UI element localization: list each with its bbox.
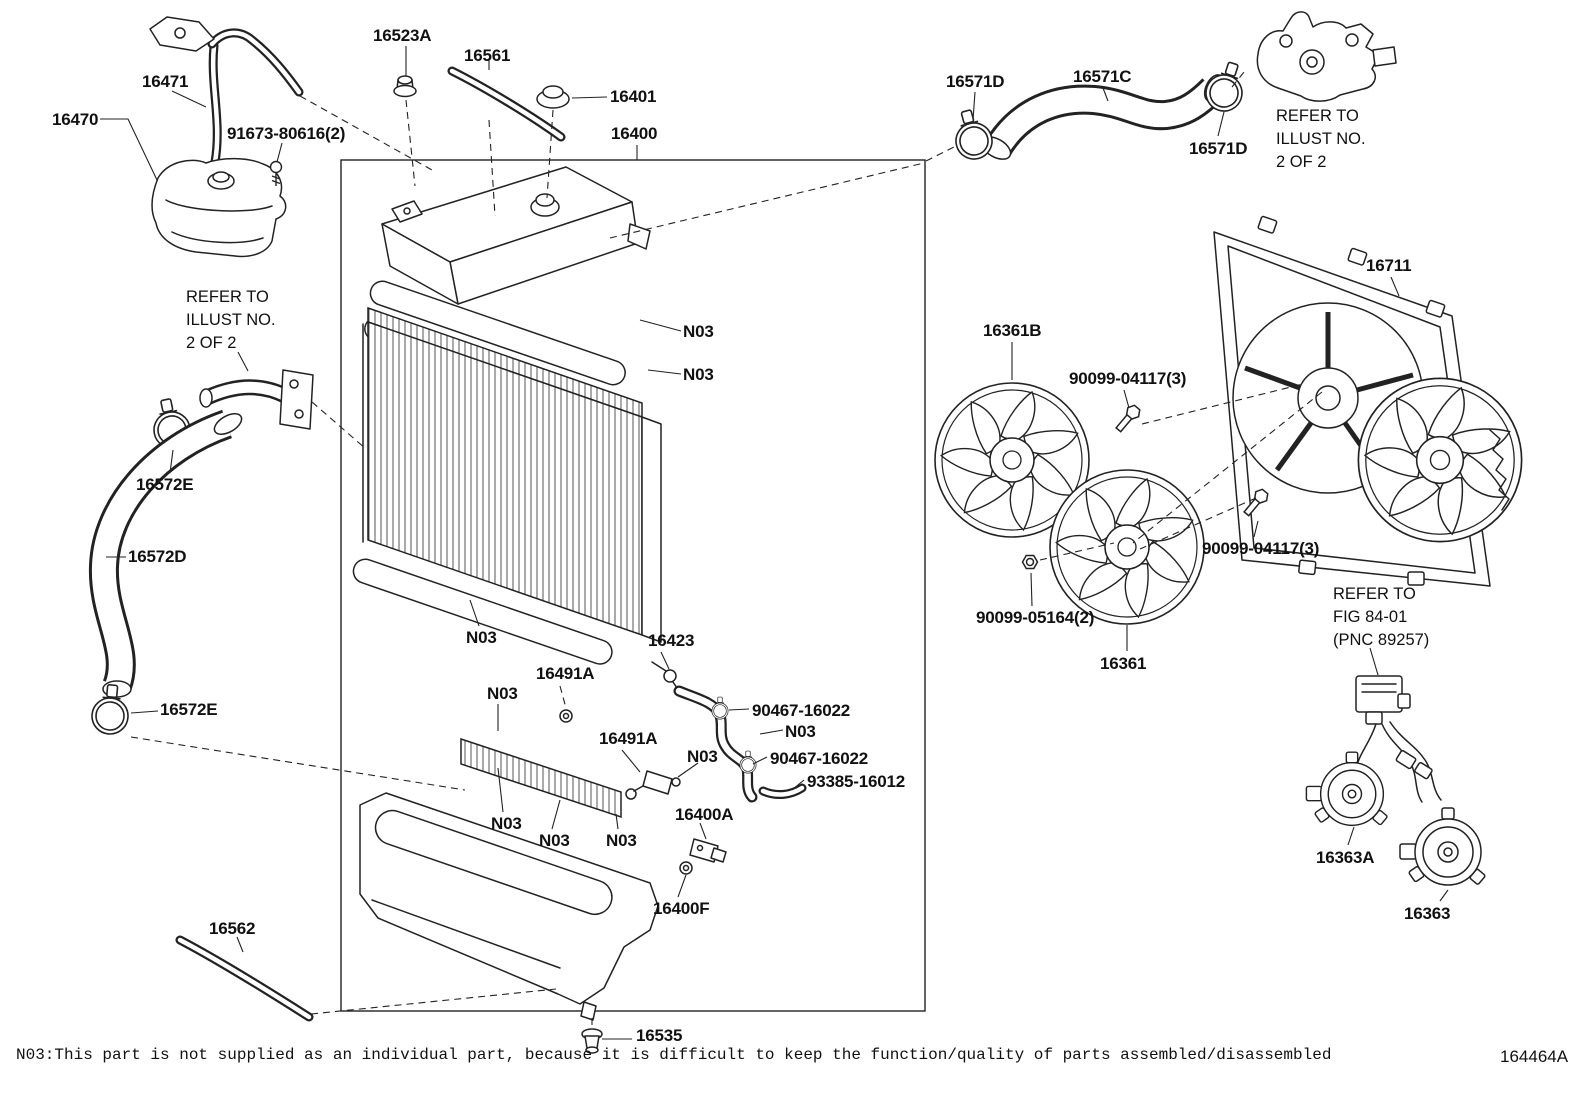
drain-cock-16423-hose	[651, 661, 807, 803]
filler-grommet-16523a	[393, 75, 417, 98]
relay-bracket-89257	[1355, 675, 1411, 725]
dashed-assembly-lines	[130, 71, 1323, 1028]
upper-hose-assembly	[947, 57, 1252, 164]
radiator-box-frame	[340, 159, 926, 1012]
drawing-number: 164464A	[1500, 1047, 1569, 1066]
lower-core-seal	[460, 737, 622, 819]
sensor-16491a-second	[625, 770, 681, 800]
radiator-core	[362, 306, 662, 643]
oring-16491a-first	[559, 709, 573, 723]
radiator-seal-16561	[447, 66, 566, 142]
fan-16361	[1050, 470, 1204, 624]
radiator-cap-16401	[536, 85, 570, 109]
seal-strip-16562	[175, 935, 314, 1022]
drain-plug-16535	[581, 1028, 603, 1054]
fan-motors	[1305, 721, 1487, 886]
reserve-tank-assembly	[149, 16, 304, 258]
sensor-16400a	[689, 838, 727, 863]
lower-hose-assembly	[88, 369, 314, 737]
footnote: N03:This part is not supplied as an indi…	[16, 1046, 1332, 1064]
leader-lines	[100, 46, 1449, 1040]
oring-16400f	[679, 861, 693, 875]
thermostat-housing	[1256, 11, 1397, 102]
radiator-gasket-lower	[352, 558, 613, 665]
fan-shroud-16711	[1213, 215, 1522, 587]
radiator-upper-tank	[381, 166, 651, 305]
radiator-lower-tank	[359, 792, 659, 1021]
